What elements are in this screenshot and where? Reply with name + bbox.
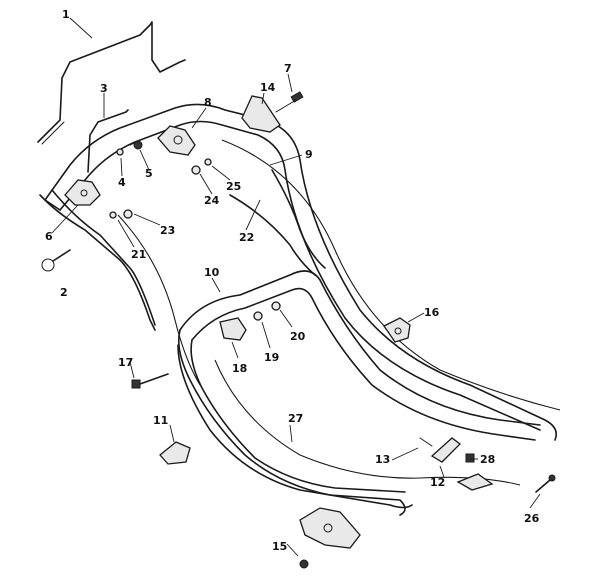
callout-25: 25: [226, 180, 241, 193]
eye-bolt-2: [41, 249, 71, 272]
callout-27: 27: [288, 412, 303, 425]
leader-lines: [51, 17, 541, 557]
hardware-26-28: [456, 453, 556, 493]
screw-7: [275, 91, 304, 113]
callout-23: 23: [160, 224, 175, 237]
callout-28: 28: [480, 453, 495, 466]
callout-11: 11: [153, 414, 168, 427]
callout-7: 7: [284, 62, 292, 75]
hardware-18-20: [219, 301, 281, 341]
callout-4: 4: [118, 176, 126, 189]
bolt-17: [131, 373, 169, 389]
bracket-16: [383, 317, 411, 343]
callout-19: 19: [264, 351, 279, 364]
control-rod: [37, 21, 186, 145]
bracket-11: [159, 441, 191, 465]
clip-14: [241, 95, 281, 133]
callout-12: 12: [430, 476, 445, 489]
callout-18: 18: [232, 362, 247, 375]
control-cable-22: [117, 214, 201, 386]
bracket-8: [157, 125, 196, 156]
hardware-small: [109, 139, 212, 219]
callout-2: 2: [60, 286, 68, 299]
callout-21: 21: [131, 248, 146, 261]
control-cable-9: [221, 139, 561, 411]
callout-3: 3: [100, 82, 108, 95]
callout-13: 13: [375, 453, 390, 466]
lower-handle: [177, 270, 541, 516]
callout-6: 6: [45, 230, 53, 243]
callout-24: 24: [204, 194, 220, 207]
callout-5: 5: [145, 167, 153, 180]
bracket-6: [64, 179, 101, 206]
upper-handle: [39, 103, 558, 441]
callout-14: 14: [260, 81, 276, 94]
callout-26: 26: [524, 512, 540, 525]
callout-1: 1: [62, 8, 70, 21]
callout-15: 15: [272, 540, 287, 553]
callout-9: 9: [305, 148, 313, 161]
callout-10: 10: [204, 266, 220, 279]
callout-22: 22: [239, 231, 254, 244]
callout-16: 16: [424, 306, 440, 319]
callout-8: 8: [204, 96, 212, 109]
plate-15: [299, 507, 361, 569]
fitting-12-13: [419, 437, 461, 463]
callout-17: 17: [118, 356, 133, 369]
callout-20: 20: [290, 330, 306, 343]
wire-rod: [87, 109, 129, 173]
callout-labels: 1 2 3 4 5 6 7 8 9 10 11 12 13 14 15 16 1…: [45, 8, 540, 553]
